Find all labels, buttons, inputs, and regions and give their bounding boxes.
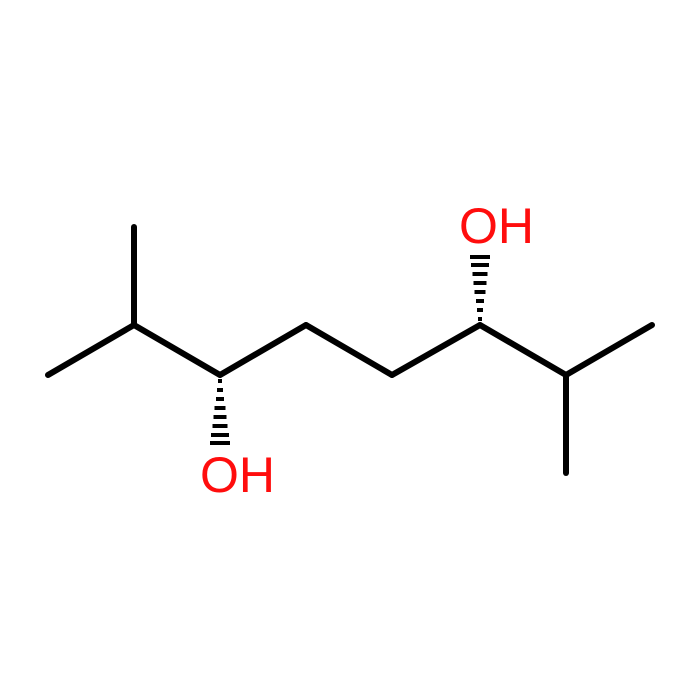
bond-c6-c7	[477, 322, 569, 378]
bond-c3-c4	[217, 322, 309, 378]
bond-c2-c3	[131, 322, 223, 378]
hydroxyl-label-top: OH	[459, 198, 534, 254]
bond-c5-c6	[389, 322, 483, 378]
bond-c1-c2	[45, 322, 137, 378]
hashed-wedge-bond-bottom	[210, 379, 230, 445]
hydroxyl-label-bottom: OH	[200, 447, 275, 503]
bond-c4-c5	[303, 322, 395, 378]
bond-c7-c8	[563, 322, 655, 378]
hashed-wedge-bond-top	[470, 255, 490, 321]
